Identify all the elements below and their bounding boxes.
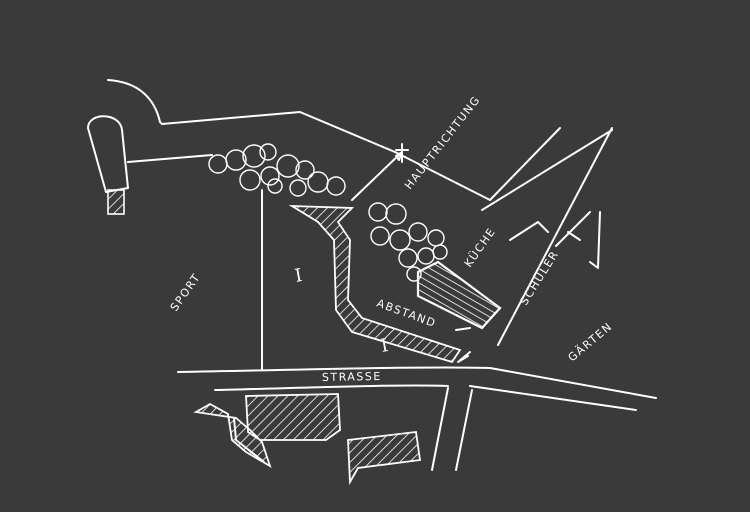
label-building-one: I bbox=[293, 265, 304, 287]
label-gardens: GÄRTEN bbox=[566, 320, 616, 365]
street-line-lower bbox=[214, 384, 637, 411]
label-building-two: I bbox=[379, 335, 390, 357]
bus-stop-element bbox=[87, 115, 129, 215]
right-road-lines bbox=[509, 211, 601, 269]
site-boundary-right-lines bbox=[481, 127, 613, 346]
main-direction-arrow bbox=[351, 143, 409, 201]
street-line-upper bbox=[177, 366, 657, 399]
label-sport: SPORT bbox=[168, 271, 204, 314]
hatched-block-building bbox=[416, 260, 502, 330]
site-boundary-upper bbox=[107, 79, 561, 201]
side-road bbox=[431, 387, 473, 471]
tree-cluster-upper bbox=[208, 143, 346, 197]
tree-cluster-middle bbox=[368, 202, 448, 282]
site-boundary-left bbox=[127, 154, 213, 163]
label-courtyard: KÜCHE bbox=[462, 225, 499, 270]
l-shaped-building bbox=[288, 204, 462, 364]
label-student: SCHÜLER bbox=[518, 248, 562, 308]
label-street: STRASSE bbox=[322, 370, 382, 384]
distance-arrow bbox=[455, 327, 471, 363]
bottom-buildings bbox=[193, 393, 422, 486]
